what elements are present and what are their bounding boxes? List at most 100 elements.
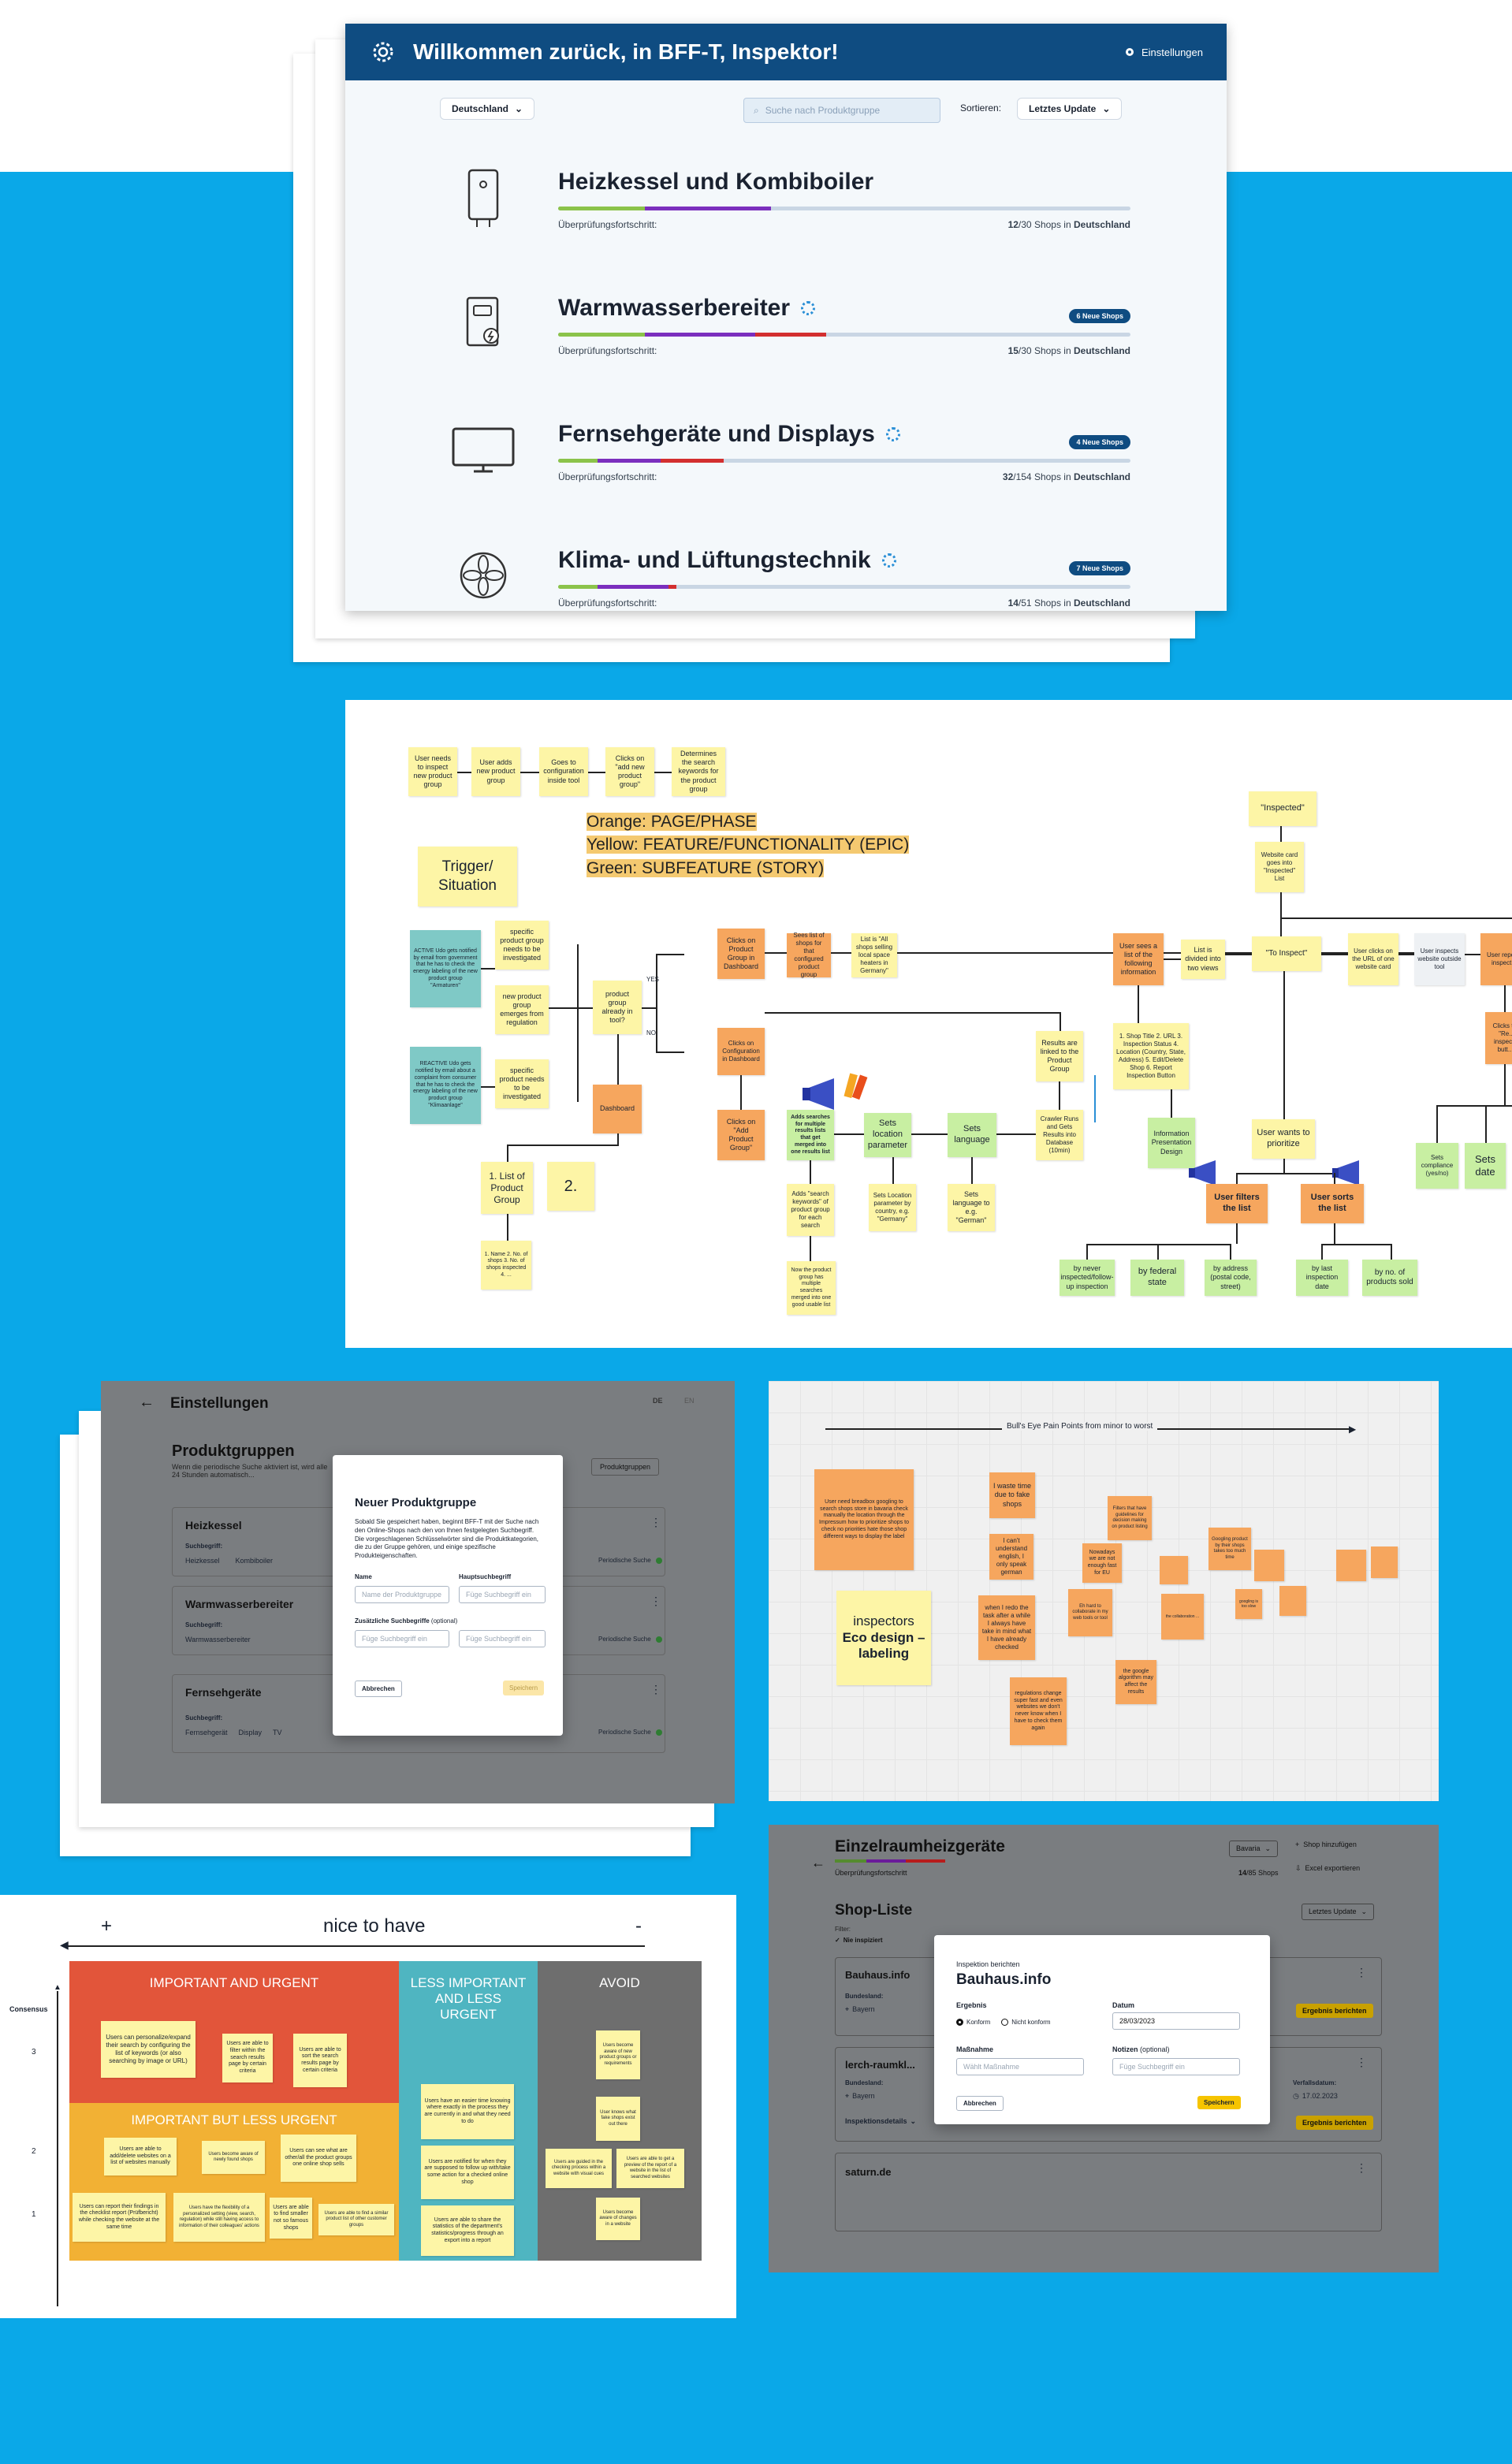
name-input[interactable]: Name der Produktgruppe: [355, 1586, 449, 1603]
chevron-down-icon: ⌄: [1264, 1844, 1272, 1852]
product-row[interactable]: Warmwasserbereiter 6 Neue Shops Überprüf…: [345, 276, 1227, 386]
progress-bar: [835, 1859, 945, 1863]
boiler-icon: [467, 169, 499, 227]
date-input[interactable]: 28/03/2023: [1112, 2012, 1240, 2030]
back-arrow-icon[interactable]: ←: [811, 1855, 825, 1870]
sticky-note: User inspects website outside tool: [1414, 933, 1465, 985]
sticky-note: Dashboard: [593, 1085, 642, 1133]
loading-spinner-icon: [801, 301, 816, 315]
main-keyword-input[interactable]: Füge Suchbegriff ein: [459, 1586, 546, 1603]
add-group-button[interactable]: Produktgruppen: [591, 1458, 660, 1476]
arrow-up-icon: ▲: [54, 1983, 61, 1992]
product-name: Heizkessel und Kombiboiler: [558, 169, 874, 195]
more-menu-icon[interactable]: ⋮: [650, 1683, 661, 1695]
sticky-note: Users are able to find smaller not so fa…: [270, 2198, 312, 2239]
toggle-on-icon: [655, 1729, 662, 1736]
sticky-note: Sees list of shops for that configured p…: [787, 932, 831, 978]
section-desc: Wenn die periodische Suche aktiviert ist…: [172, 1463, 328, 1479]
result-radio-group[interactable]: Konform Nicht konform: [956, 2019, 1051, 2026]
search-icon: ⌕: [754, 104, 759, 116]
megaphone-icon: [1332, 1160, 1359, 1185]
more-menu-icon[interactable]: ⋮: [1356, 2056, 1367, 2068]
sticky-note: Now the product group has multiple searc…: [787, 1261, 836, 1315]
user-flow-board: User needs to inspect new product group …: [345, 700, 1512, 1348]
sticky-note: Filters that have guidelines for decisio…: [1108, 1496, 1152, 1540]
progress-count: 32/154 Shops in Deutschland: [1002, 471, 1130, 482]
shop-card[interactable]: saturn.de ⋮: [835, 2153, 1382, 2231]
save-button[interactable]: Speichern: [503, 1681, 545, 1695]
loading-spinner-icon: [885, 427, 900, 441]
sticky-note: Users become aware of new product groups…: [596, 2030, 640, 2079]
sticky-note: Clicks the "Re... inspect... butt...": [1485, 1012, 1512, 1064]
sticky-note: 1. List of Product Group: [481, 1162, 533, 1214]
sticky-note: Users have the flexibility of a personal…: [173, 2193, 265, 2242]
more-menu-icon[interactable]: ⋮: [1356, 2161, 1367, 2174]
more-menu-icon[interactable]: ⋮: [650, 1595, 661, 1607]
sticky-note: Googling product by their shops takes to…: [1208, 1528, 1251, 1570]
lang-en[interactable]: EN: [684, 1397, 695, 1405]
pain-axis: Bull's Eye Pain Points from minor to wor…: [1002, 1422, 1158, 1431]
sticky-note: Users can see what are other/all the pro…: [281, 2135, 356, 2182]
sticky-note: "Inspected": [1249, 791, 1316, 826]
sticky-note: User sees a list of the following inform…: [1113, 933, 1164, 985]
search-input[interactable]: ⌕ Suche nach Produktgruppe: [743, 98, 940, 123]
legend-green: Green: SUBFEATURE (STORY): [587, 858, 825, 877]
sticky-note: Sets compliance (yes/no): [1416, 1143, 1458, 1189]
progress-bar: [558, 207, 1130, 210]
trigger-note: Trigger/ Situation: [418, 847, 517, 906]
progress-bar: [558, 585, 1130, 589]
notes-input[interactable]: Füge Suchbegriff ein: [1112, 2058, 1240, 2075]
lang-de[interactable]: DE: [653, 1397, 663, 1405]
state-dropdown[interactable]: Bavaria⌄: [1229, 1841, 1279, 1857]
sticky-note: User reports inspect...: [1480, 933, 1512, 985]
cancel-button[interactable]: Abbrechen: [956, 2096, 1004, 2111]
sticky-note: User clicks on the URL of one website ca…: [1348, 933, 1398, 985]
new-shops-badge: 7 Neue Shops: [1069, 561, 1130, 575]
sort-dropdown[interactable]: Letztes Update⌄: [1302, 1904, 1375, 1920]
product-row[interactable]: Heizkessel und Kombiboiler Überprüfungsf…: [345, 150, 1227, 260]
save-button[interactable]: Speichern: [1197, 2096, 1241, 2109]
cancel-button[interactable]: Abbrechen: [355, 1681, 402, 1697]
chevron-down-icon: ⌄: [1102, 103, 1111, 114]
radio-unchecked-icon: [1001, 2019, 1009, 2026]
loading-spinner-icon: [881, 553, 896, 568]
sticky-note: Users can personalize/expand their searc…: [101, 2021, 196, 2078]
sticky-note: by last inspection date: [1296, 1260, 1348, 1296]
country-dropdown[interactable]: Deutschland⌄: [440, 98, 535, 120]
report-button[interactable]: Ergebnis berichten: [1296, 2116, 1373, 2130]
measure-select[interactable]: Wählt Maßnahme: [956, 2058, 1084, 2075]
extra-keyword-input[interactable]: Füge Suchbegriff ein: [355, 1630, 449, 1647]
radio-checked-icon: [956, 2019, 963, 2026]
sticky-note: User knows what fake shops exist out the…: [596, 2097, 640, 2141]
back-arrow-icon[interactable]: ←: [139, 1394, 155, 1411]
product-name: Klima- und Lüftungstechnik: [558, 547, 871, 573]
filter-chip[interactable]: ✓Nie inspiziert: [835, 1937, 883, 1944]
sort-value: Letztes Update: [1029, 103, 1097, 114]
product-row[interactable]: Klima- und Lüftungstechnik 7 Neue Shops …: [345, 528, 1227, 611]
export-button[interactable]: ⇩Excel exportieren: [1295, 1864, 1361, 1872]
product-row[interactable]: Fernsehgeräte und Displays 4 Neue Shops …: [345, 402, 1227, 512]
inspection-details-toggle[interactable]: Inspektionsdetails⌄: [845, 2117, 917, 2125]
report-button[interactable]: Ergebnis berichten: [1296, 2004, 1373, 2018]
more-menu-icon[interactable]: ⋮: [1356, 1966, 1367, 1978]
more-menu-icon[interactable]: ⋮: [650, 1516, 661, 1528]
sticky-note: Crawler Runs and Gets Results into Datab…: [1036, 1110, 1083, 1160]
sticky-note: Information Presentation Design: [1148, 1118, 1195, 1168]
shop-list-title: Shop-Liste: [835, 1902, 913, 1919]
extra-keyword-input[interactable]: Füge Suchbegriff ein: [459, 1630, 546, 1647]
progress-label: Überprüfungsfortschritt:: [558, 471, 657, 482]
progress-label: Überprüfungsfortschritt:: [558, 597, 657, 609]
sort-dropdown[interactable]: Letztes Update ⌄: [1017, 98, 1123, 120]
sticky-note: I waste time due to fake shops: [989, 1472, 1035, 1518]
arrow-left-icon: ◀: [60, 1938, 69, 1951]
settings-link[interactable]: Einstellungen: [1124, 47, 1203, 58]
sticky-note: Users become aware of changes in a websi…: [596, 2198, 640, 2240]
country-value: Deutschland: [452, 103, 509, 114]
add-shop-button[interactable]: +Shop hinzufügen: [1295, 1841, 1357, 1848]
section-title: Produktgruppen: [172, 1442, 295, 1460]
sticky-note: Determines the search keywords for the p…: [672, 747, 725, 796]
sticky-note: Clicks on Configuration in Dashboard: [717, 1028, 765, 1075]
sort-label: Sortieren:: [960, 102, 1002, 114]
sticky-note: Sets date: [1465, 1143, 1506, 1189]
